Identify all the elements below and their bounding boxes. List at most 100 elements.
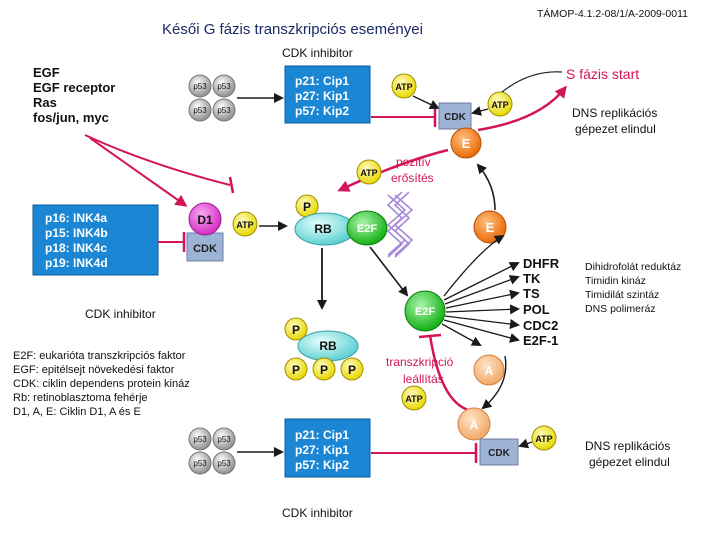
rb-label: RB (314, 222, 332, 236)
phosphate-group (312, 357, 336, 381)
cyclin-d1 (188, 202, 222, 236)
inhibitor-p57: p57: Kip2 (295, 104, 349, 118)
gene-pol: POL (523, 302, 550, 317)
inhibitor-p19: p19: INK4d (45, 256, 108, 270)
legend-cyclins: D1, A, E: Ciklin D1, A és E (13, 406, 141, 418)
p53-protein (212, 427, 236, 451)
legend: E2F: eukarióta transzkripciós faktor EGF… (13, 350, 190, 418)
p53-protein (212, 98, 236, 122)
arrow-to-s-phase-2 (501, 71, 563, 93)
growth-signal-ras: Ras (33, 95, 57, 110)
growth-signal-fos-jun-myc: fos/jun, myc (33, 110, 109, 125)
p53-label: p53 (217, 459, 231, 468)
e2f-label: E2F (357, 223, 377, 235)
atp-label: ATP (535, 434, 552, 444)
atp-molecule (531, 425, 557, 451)
phosphate-group (284, 357, 308, 381)
target-gene-names: Dihidrofolát reduktáz Timidin kináz Timi… (585, 261, 681, 315)
gene-cdc2: CDC2 (523, 318, 558, 333)
p53-label: p53 (217, 435, 231, 444)
dns-replication-bottom-line2: gépezet elindul (589, 455, 670, 469)
inhibitor-p27: p27: Kip1 (295, 443, 349, 457)
arrow-e2f-release (369, 246, 409, 297)
atp-label: ATP (360, 168, 377, 178)
inhibition-growth-to-ink (84, 134, 231, 186)
phosphate-label: P (320, 363, 328, 377)
legend-e2f: E2F: eukarióta transzkripciós faktor (13, 350, 186, 362)
phosphate-label: P (292, 323, 300, 337)
dns-replication-top-line2: gépezet elindul (575, 122, 656, 136)
inhibition-bar-growth (228, 176, 235, 194)
inhibition-a-to-e2f (428, 334, 469, 412)
dns-replication-bottom-line1: DNS replikációs (585, 439, 670, 453)
atp-molecule (487, 91, 513, 117)
growth-signal-egf-receptor: EGF receptor (33, 80, 115, 95)
phosphate-group (284, 317, 308, 341)
ink4-inhibitor-box (32, 204, 159, 276)
cyclin-e-top (450, 127, 482, 159)
project-code: TÁMOP-4.1.2-08/1/A-2009-0011 (537, 7, 688, 20)
cyclin-a-lower (457, 407, 491, 441)
cip-kip-inhibitor-box-top (284, 65, 371, 124)
legend-rb: Rb: retinoblasztoma fehérje (13, 392, 148, 404)
transcription-stop-line1: transzkripció (386, 355, 454, 369)
cdk-box-d1 (186, 232, 224, 262)
page-title: Késői G fázis transzkripciós eseményei (162, 21, 423, 38)
arrow-atp-to-cdk-top-right (471, 106, 489, 116)
growth-signal-list: EGF EGF receptor Ras fos/jun, myc (33, 65, 115, 125)
cyclin-a-light (473, 354, 505, 386)
arrow-atp-to-cdk-top (412, 95, 440, 110)
atp-label: ATP (395, 82, 412, 92)
cdk-label: CDK (488, 448, 510, 459)
inhibitor-p27: p27: Kip1 (295, 89, 349, 103)
gene-name-pol: DNS polimeráz (585, 303, 656, 315)
cdk-inhibitor-bottom-label: CDK inhibitor (282, 506, 353, 520)
gene-name-ts: Timidilát szintáz (585, 289, 659, 301)
atp-molecule (401, 385, 427, 411)
arrow-atp-to-cdk-lower (518, 438, 533, 449)
cdk-inhibitor-mid-label: CDK inhibitor (85, 307, 156, 321)
p53-label: p53 (193, 106, 207, 115)
arrow-e-up (476, 163, 496, 211)
cyclin-a-label: A (485, 364, 494, 378)
gene-name-dhfr: Dihidrofolát reduktáz (585, 261, 681, 273)
cdk-box-lower (479, 438, 519, 466)
p53-label: p53 (217, 106, 231, 115)
s-phase-start-label: S fázis start (566, 66, 639, 82)
cdk-label: CDK (444, 112, 466, 123)
cdk-label: CDK (193, 243, 217, 255)
p53-label: p53 (217, 82, 231, 91)
gene-ts: TS (523, 286, 540, 301)
atp-label: ATP (236, 220, 253, 230)
p53-label: p53 (193, 82, 207, 91)
inhibitor-p21: p21: Cip1 (295, 74, 349, 88)
cdk-box-top (438, 102, 472, 130)
inhibitor-p57: p57: Kip2 (295, 458, 349, 472)
gene-tk: TK (523, 271, 541, 286)
atp-molecule (232, 211, 258, 237)
inhibitor-p16: p16: INK4a (45, 211, 107, 225)
p53-label: p53 (193, 459, 207, 468)
legend-egf: EGF: epitélsejt növekedési faktor (13, 364, 175, 376)
p53-cluster-bottom: p53 p53 p53 p53 (188, 427, 236, 475)
e2f-free (404, 290, 446, 332)
inhibitor-p15: p15: INK4b (45, 226, 108, 240)
p53-protein (188, 74, 212, 98)
cyclin-a-label: A (470, 418, 479, 432)
phosphate-label: P (292, 363, 300, 377)
p53-protein (212, 451, 236, 475)
e2f-protein-upper (346, 210, 388, 246)
cdk-inhibitor-top-label: CDK inhibitor (282, 46, 353, 60)
growth-signal-egf: EGF (33, 65, 60, 80)
cyclin-e-label: E (462, 136, 471, 151)
atp-label: ATP (405, 394, 422, 404)
arrow-to-cyclin-a (481, 355, 507, 410)
arrow-growth-to-d1 (89, 137, 188, 207)
positive-reinforcement-line2: erősítés (391, 171, 434, 185)
inhibitor-p18: p18: INK4c (45, 241, 107, 255)
phosphate-label: P (303, 200, 311, 214)
dna-helix (386, 191, 414, 258)
cip-kip-inhibitor-box-bottom (284, 418, 371, 478)
arrow-to-s-phase (477, 85, 567, 132)
